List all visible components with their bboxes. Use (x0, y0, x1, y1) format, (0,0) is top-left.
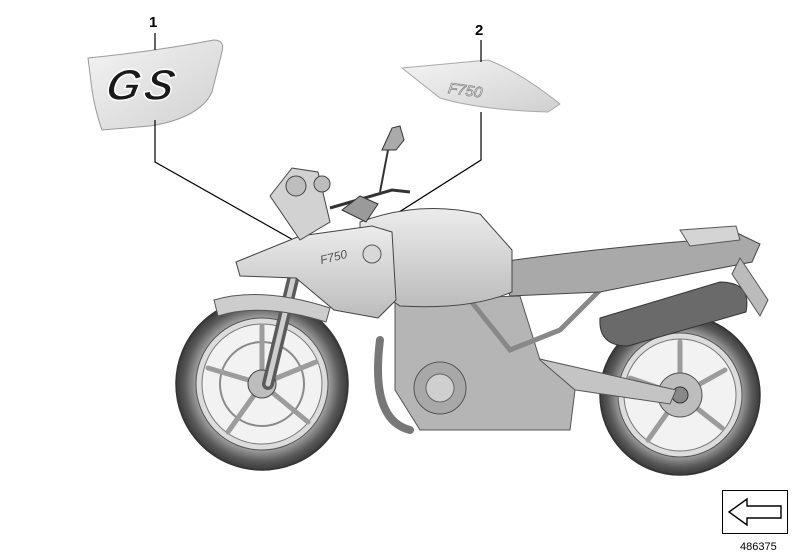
diagram-reference-number: 486375 (740, 541, 777, 553)
seat-and-tail (499, 225, 769, 317)
rear-wheel (599, 314, 761, 476)
arrow-left-icon (727, 497, 782, 527)
back-nav-button[interactable] (722, 490, 788, 534)
tank-badge-text: F750 (319, 247, 349, 267)
decal-gs-text: GS (102, 61, 184, 109)
fuel-tank: F750 (235, 208, 513, 319)
callout-2-label: 2 (475, 22, 484, 39)
exhaust (599, 281, 748, 347)
decal-f750: F750 (400, 59, 561, 113)
callout-1-label: 1 (149, 14, 158, 31)
decal-gs: GS (87, 39, 224, 131)
chassis (374, 288, 677, 434)
decal-f750-text: F750 (447, 80, 484, 102)
front-fairing (269, 125, 411, 241)
